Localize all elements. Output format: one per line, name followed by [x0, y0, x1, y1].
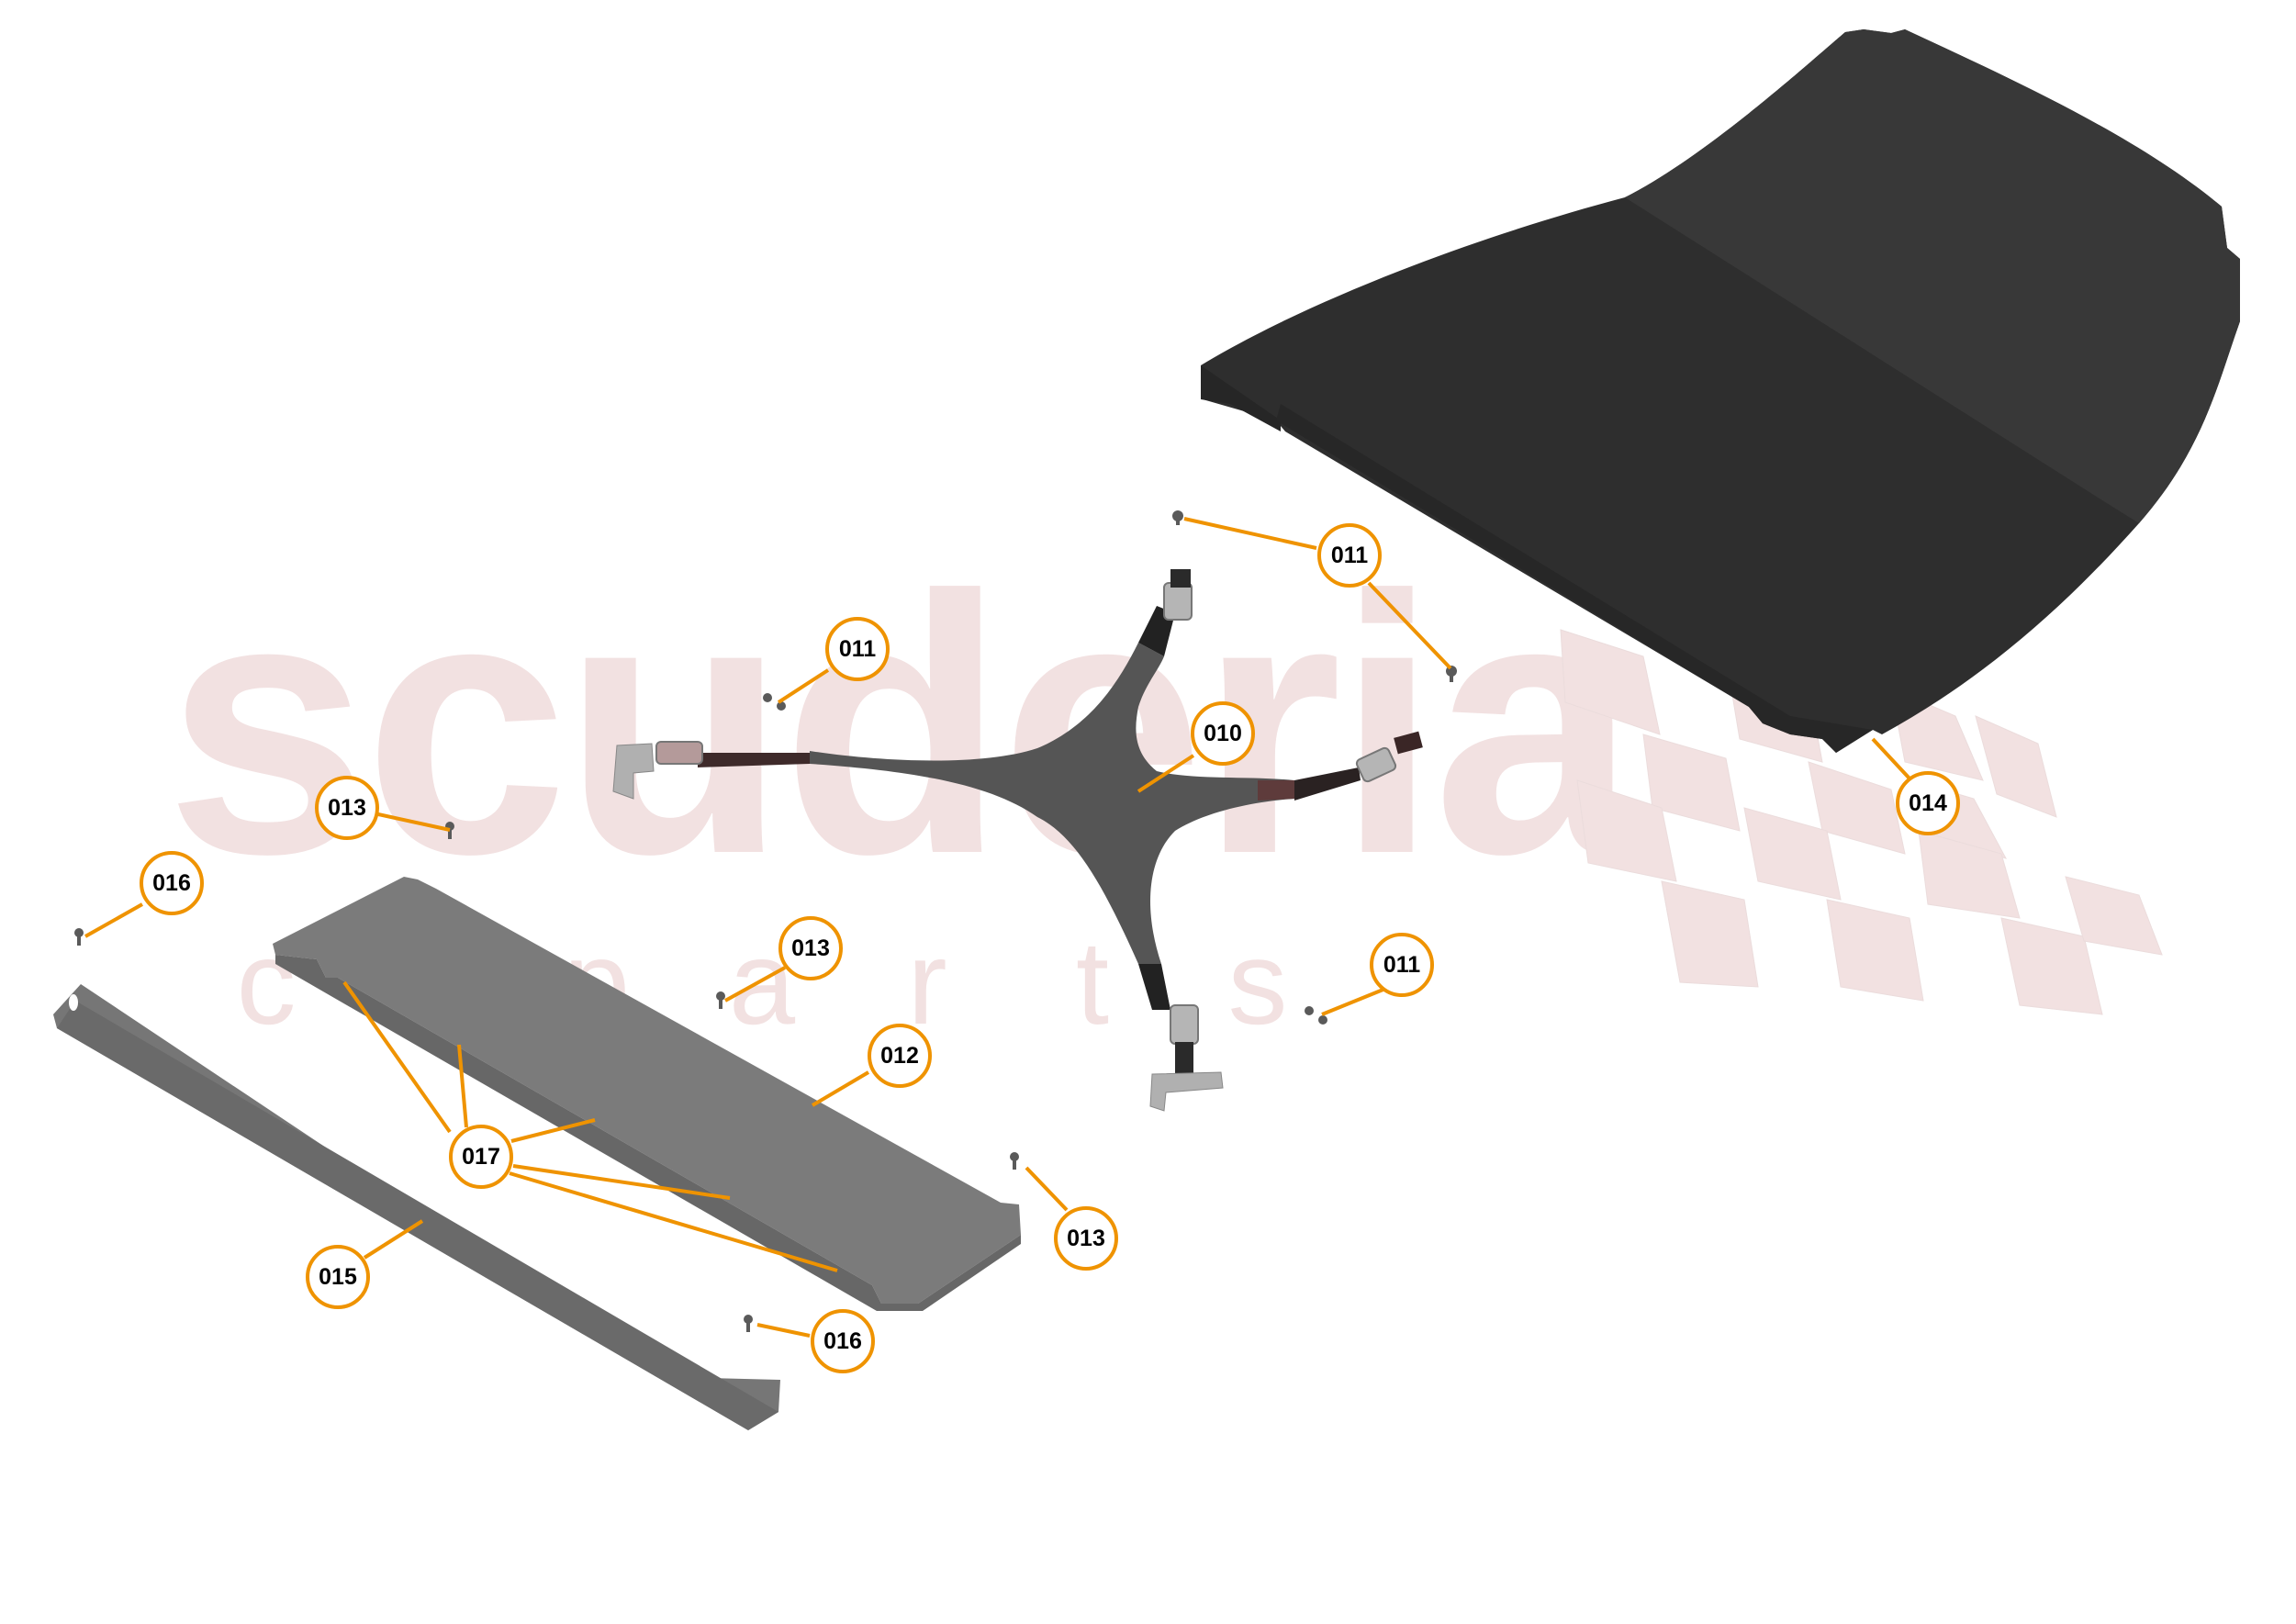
callout-011[interactable]: 011: [825, 617, 890, 681]
callout-014[interactable]: 014: [1896, 771, 1960, 835]
callout-012[interactable]: 012: [868, 1024, 932, 1088]
callout-016[interactable]: 016: [811, 1309, 875, 1373]
callout-017[interactable]: 017: [449, 1125, 513, 1189]
callout-010[interactable]: 010: [1191, 701, 1255, 766]
callout-015[interactable]: 015: [306, 1245, 370, 1309]
callout-013[interactable]: 013: [315, 776, 379, 840]
callout-011[interactable]: 011: [1370, 933, 1434, 997]
part-014-cover: [1201, 29, 2240, 753]
part-015-rail: [53, 984, 780, 1430]
leader-lines: [84, 517, 1911, 1338]
checkered-flag-watermark: [1560, 629, 2163, 1015]
callout-011[interactable]: 011: [1317, 523, 1382, 588]
callout-016[interactable]: 016: [140, 851, 204, 915]
callout-013[interactable]: 013: [778, 916, 843, 980]
part-010-strap: [612, 569, 1423, 1112]
callout-013[interactable]: 013: [1054, 1206, 1118, 1271]
